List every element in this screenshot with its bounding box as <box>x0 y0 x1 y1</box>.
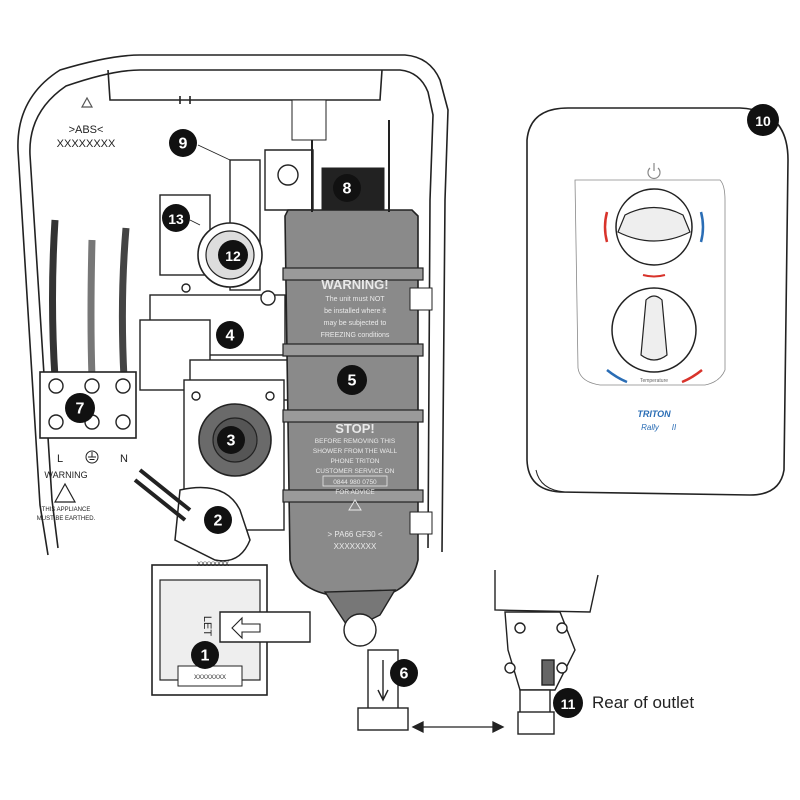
abs-marking: >ABS< XXXXXXXX <box>57 96 116 150</box>
outlet-rear-detail <box>494 570 599 735</box>
callout-4-badge <box>216 321 244 349</box>
callout-11-badge <box>553 688 583 718</box>
can-stop-line-2: SHOWER FROM THE WALL <box>313 448 398 455</box>
can-warning-line-4: FREEZING conditions <box>321 332 390 339</box>
can-stop-line-3: PHONE TRITON <box>331 458 380 465</box>
callout-8-badge <box>333 174 361 202</box>
callout-4-number: 4 <box>226 328 235 345</box>
callout-1: 1 <box>191 641 219 669</box>
abs-label: >ABS< <box>69 124 104 136</box>
callout-3: 3 <box>217 426 245 454</box>
callout-7: 7 <box>65 393 95 423</box>
supply-cables <box>49 219 130 379</box>
front-cover: Temperature TRITON Rally II <box>526 107 789 496</box>
warning-line-1: THIS APPLIANCE <box>42 507 91 513</box>
callout-6-number: 6 <box>400 666 409 683</box>
callout-7-badge <box>65 393 95 423</box>
warning-triangle-icon <box>53 482 77 503</box>
callout-3-number: 3 <box>227 433 236 450</box>
can-stop-line-1: BEFORE REMOVING THIS <box>315 438 396 445</box>
brand-label: TRITON <box>637 409 671 419</box>
callout-8-number: 8 <box>343 181 352 198</box>
model-suffix: II <box>672 423 677 432</box>
can-warning-line-2: be installed where it <box>324 308 386 315</box>
callout-13-number: 13 <box>168 211 184 227</box>
callout-4: 4 <box>216 321 244 349</box>
callout-2-badge <box>204 506 232 534</box>
callout-12: 12 <box>218 240 248 270</box>
callout-7-number: 7 <box>76 401 85 418</box>
warning-title: WARNING <box>44 470 87 480</box>
callout-9-badge <box>169 129 197 157</box>
callout-5-badge <box>337 365 367 395</box>
callout-12-number: 12 <box>225 248 241 264</box>
warning-line-2: MUST BE EARTHED. <box>37 516 96 522</box>
can-warning-title: WARNING! <box>321 277 388 292</box>
callout-8: 8 <box>333 174 361 202</box>
terminal-live-label: L <box>57 453 63 465</box>
terminal-neutral-label: N <box>120 453 128 465</box>
recycle-icon <box>80 96 94 108</box>
callout-3-badge <box>217 426 245 454</box>
callout-2: 2 <box>204 506 232 534</box>
callout-9-number: 9 <box>179 136 188 153</box>
callout-12-badge <box>218 240 248 270</box>
callout-11: 11 <box>553 688 583 718</box>
can-warning-line-1: The unit must NOT <box>325 296 385 303</box>
temperature-label: Temperature <box>640 378 668 384</box>
callout-10-badge <box>747 104 779 136</box>
can-stop-line-6: FOR ADVICE <box>335 489 375 496</box>
callout-9: 9 <box>169 129 197 157</box>
abs-code: XXXXXXXX <box>57 138 116 150</box>
inlet-valve: XXXXXXXX LET XXXXXXXX <box>151 562 311 696</box>
inlet-arrow-icon <box>231 616 261 640</box>
callout-6-badge <box>390 659 418 687</box>
callout-1-number: 1 <box>201 648 210 665</box>
power-icon <box>647 163 661 179</box>
callout-13-badge <box>162 204 190 232</box>
inlet-text: LET <box>201 616 213 636</box>
shower-backplate <box>17 54 449 556</box>
callout-11-number: 11 <box>561 696 576 712</box>
callout-1-badge <box>191 641 219 669</box>
can-material-line-2: XXXXXXXX <box>334 542 377 551</box>
can-warning-line-3: may be subjected to <box>324 320 387 327</box>
model-label: Rally <box>641 423 660 432</box>
can-material-line-1: > PA66 GF30 < <box>328 530 383 539</box>
outlet-elbow <box>323 589 409 731</box>
can-stop-title: STOP! <box>335 421 375 436</box>
can-recycle-icon <box>348 499 362 511</box>
callout-13: 13 <box>162 204 190 232</box>
callout-5-number: 5 <box>348 373 357 390</box>
callout-10: 10 <box>747 104 779 136</box>
callout-5: 5 <box>337 365 367 395</box>
double-arrow <box>411 720 505 734</box>
rear-of-outlet-label: Rear of outlet <box>592 693 694 712</box>
heater-can: WARNING! The unit must NOT be installed … <box>282 99 433 596</box>
can-stop-line-4: CUSTOMER SERVICE ON <box>316 468 395 475</box>
inlet-code-top: XXXXXXXX <box>197 562 229 568</box>
callout-6: 6 <box>390 659 418 687</box>
callout-leaders <box>189 144 231 226</box>
callout-10-number: 10 <box>755 113 771 129</box>
can-stop-phone: 0844 980 0750 <box>333 479 377 486</box>
inlet-code-bottom: XXXXXXXX <box>194 675 226 681</box>
callout-2-number: 2 <box>214 513 223 530</box>
earth-icon <box>85 450 99 464</box>
